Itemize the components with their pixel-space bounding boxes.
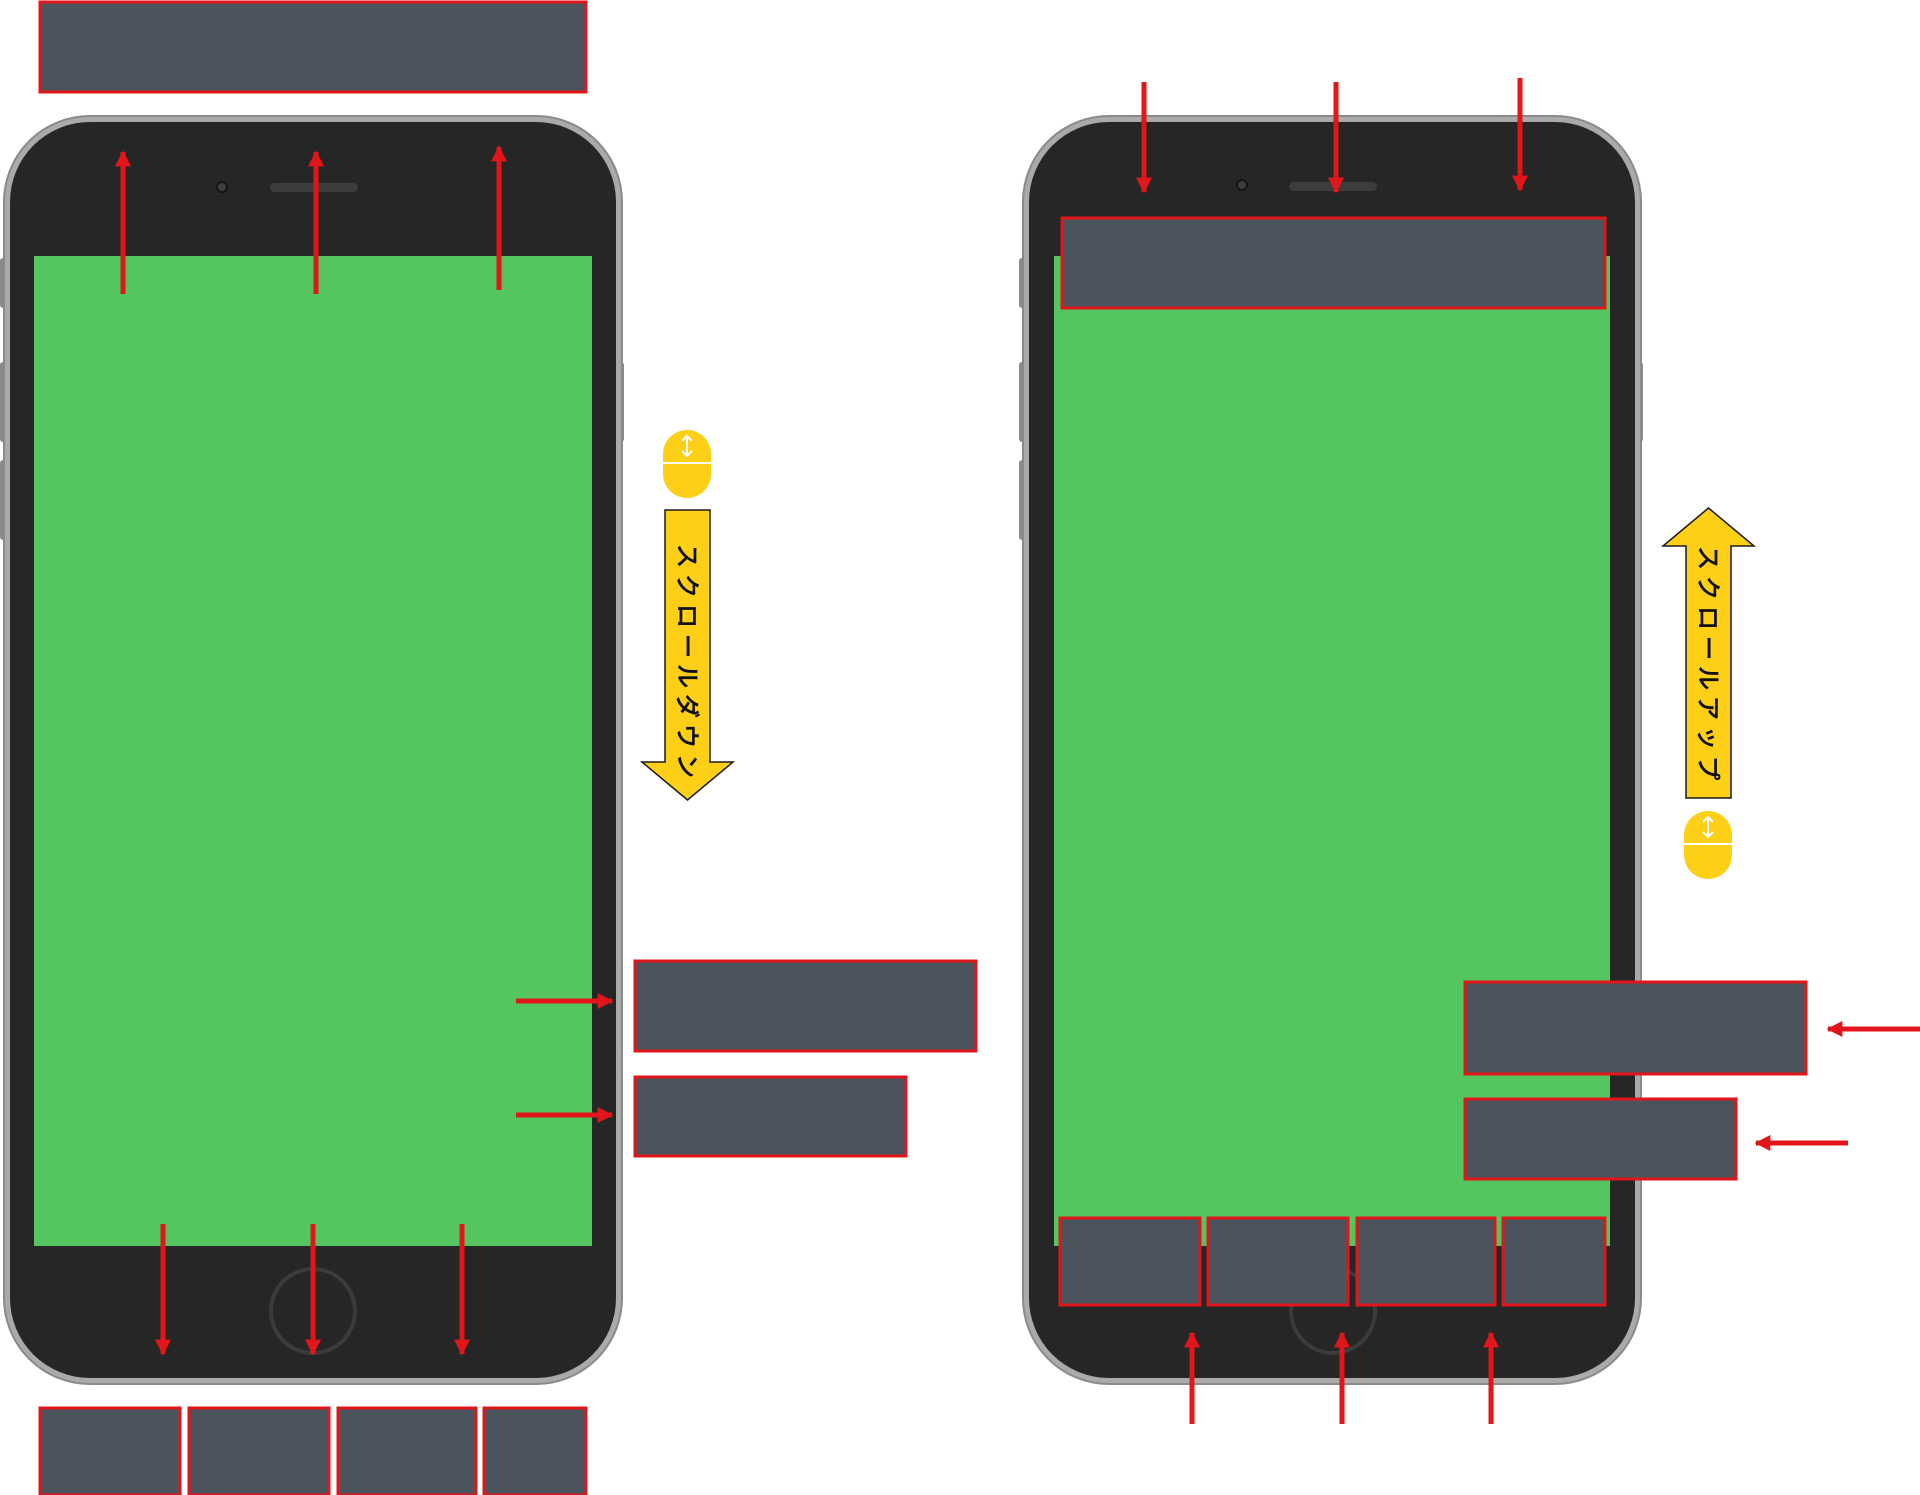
scroll-up-indicator: スクロールアップ [1660,507,1757,879]
left-side-block-2 [633,1075,908,1158]
scroll-up-label: スクロールアップ [1694,546,1722,786]
left-footer-tab-3 [336,1406,478,1495]
left-phone [0,115,624,1385]
left-footer-tab-1 [38,1406,182,1495]
right-side-block-2 [1463,1097,1738,1181]
right-phone-speaker [1289,182,1377,191]
right-footer-tab-1 [1058,1216,1202,1307]
left-footer-tab-4 [482,1406,588,1495]
down-arrow-icon [639,509,736,801]
right-header-block [1060,216,1607,310]
right-footer-tab-3 [1355,1216,1497,1307]
left-header-block [38,0,588,94]
scroll-down-indicator: スクロールダウン [639,430,736,801]
right-phone [1019,78,1808,1424]
right-phone-camera [1236,179,1248,191]
left-footer-tab-2 [187,1406,331,1495]
mouse-icon [1684,811,1732,879]
left-side-block-1 [633,959,978,1053]
right-side-block-1 [1463,980,1808,1076]
mouse-icon [663,430,711,498]
up-arrow-icon [1660,507,1757,799]
right-footer-tab-4 [1501,1216,1607,1307]
left-phone-camera [216,181,228,193]
scroll-down-label: スクロールダウン [673,544,701,784]
right-phone-screen [1054,256,1610,1246]
right-footer-tab-2 [1206,1216,1350,1307]
left-phone-screen [34,256,592,1246]
